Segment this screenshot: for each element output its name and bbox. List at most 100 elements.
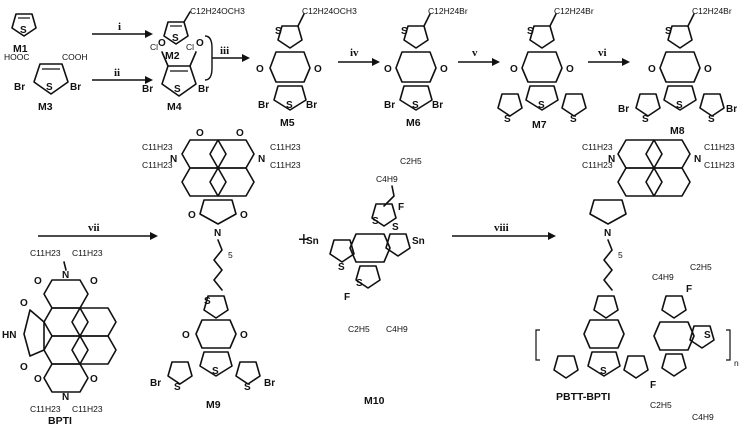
reaction-arrow-iv: iv (338, 47, 380, 66)
plus-sign: + (298, 229, 310, 251)
compound-m9: C11H23 C11H23 N N C11H23 C11H23 O O N O … (142, 128, 301, 411)
alkyl-c11: C11H23 (704, 160, 735, 170)
compound-label-bpti: BPTI (48, 415, 72, 425)
atom-s: S (212, 366, 219, 377)
spacer-length: 5 (618, 250, 623, 260)
atom-br: Br (70, 82, 81, 93)
reaction-arrow-vi: vi (588, 47, 630, 66)
atom-s: S (174, 84, 181, 95)
atom-n: N (170, 154, 177, 165)
step-label-viii: viii (494, 222, 509, 234)
atom-cl: Cl (150, 42, 158, 52)
atom-n: N (604, 228, 611, 239)
atom-s: S (204, 296, 211, 307)
atom-s: S (665, 26, 672, 37)
compound-label-m2: M2 (165, 50, 180, 62)
atom-o: O (196, 128, 204, 139)
alkyl-c11: C11H23 (142, 142, 173, 152)
atom-sn: Sn (306, 236, 319, 247)
atom-s: S (372, 216, 379, 227)
compound-label-m7: M7 (532, 119, 547, 131)
step-label-iii: iii (220, 45, 229, 57)
atom-o: O (188, 210, 196, 221)
compound-label-pbtt-bpti: PBTT-BPTI (556, 391, 610, 403)
atom-f: F (398, 202, 404, 213)
atom-o: O (236, 128, 244, 139)
atom-br: Br (618, 104, 629, 115)
atom-br: Br (198, 84, 209, 95)
alkyl-c4: C4H9 (376, 174, 398, 184)
atom-o: O (20, 298, 28, 309)
alkyl-c11: C11H23 (72, 404, 103, 414)
reaction-arrow-ii: ii (92, 67, 153, 84)
alkyl-c4: C4H9 (692, 412, 714, 422)
compound-m2: S C12H24OCH3 M2 (163, 6, 245, 62)
reaction-arrow-viii: viii (452, 222, 556, 240)
atom-o: O (256, 64, 264, 75)
atom-o: O (158, 38, 166, 49)
alkyl-c11: C11H23 (582, 160, 613, 170)
compound-m8: S C12H24Br O O S S S Br Br M8 (618, 6, 737, 137)
atom-s: S (704, 330, 711, 341)
alkyl-c11: C11H23 (30, 248, 61, 258)
alkyl-c11: C11H23 (582, 142, 613, 152)
atom-o: O (182, 330, 190, 341)
atom-s: S (46, 82, 53, 93)
atom-o: O (240, 210, 248, 221)
atom-o: O (648, 64, 656, 75)
atom-s: S (504, 114, 511, 125)
atom-o: O (34, 374, 42, 385)
alkyl-c11: C11H23 (30, 404, 61, 414)
atom-s: S (275, 26, 282, 37)
atom-o: O (384, 64, 392, 75)
alkyl-c11: C11H23 (704, 142, 735, 152)
compound-m10: C4H9 C2H5 S F S S Sn Sn S F C2H5 C4H9 M1… (306, 156, 425, 407)
alkyl-c2: C2H5 (650, 400, 672, 410)
step-label-i: i (118, 21, 121, 33)
reaction-arrow-i: i (92, 21, 153, 38)
atom-br: Br (432, 100, 443, 111)
atom-s: S (527, 26, 534, 37)
compound-m1: S M1 (11, 13, 37, 55)
atom-o: O (704, 64, 712, 75)
atom-s: S (244, 382, 251, 393)
side-chain-m7: C12H24Br (554, 6, 594, 16)
compound-label-m3: M3 (38, 101, 53, 113)
alkyl-c2: C2H5 (400, 156, 422, 166)
step-label-vii: vii (88, 222, 100, 234)
atom-s: S (642, 114, 649, 125)
atom-s: S (600, 366, 607, 377)
atom-o: O (90, 374, 98, 385)
compound-label-m9: M9 (206, 399, 221, 411)
atom-br: Br (384, 100, 395, 111)
atom-o: O (314, 64, 322, 75)
atom-s: S (401, 26, 408, 37)
alkyl-c11: C11H23 (72, 248, 103, 258)
atom-br: Br (726, 104, 737, 115)
alkyl-c2: C2H5 (348, 324, 370, 334)
alkyl-c11: C11H23 (142, 160, 173, 170)
atom-s: S (174, 382, 181, 393)
alkyl-c11: C11H23 (270, 142, 301, 152)
reaction-arrow-vii: vii (38, 222, 158, 240)
atom-s: S (708, 114, 715, 125)
alkyl-c4: C4H9 (652, 272, 674, 282)
step-label-v: v (472, 47, 478, 59)
atom-o: O (440, 64, 448, 75)
atom-br: Br (264, 378, 275, 389)
compound-label-m4: M4 (167, 101, 182, 113)
atom-o: O (34, 276, 42, 287)
atom-s: S (538, 100, 545, 111)
step-label-iv: iv (350, 47, 359, 59)
compound-label-m1: M1 (13, 43, 28, 55)
atom-n: N (608, 154, 615, 165)
atom-s: S (412, 100, 419, 111)
atom-br: Br (14, 82, 25, 93)
atom-br: Br (150, 378, 161, 389)
step-label-ii: ii (114, 67, 120, 79)
atom-cl: Cl (186, 42, 194, 52)
atom-n: N (214, 228, 221, 239)
atom-br: Br (258, 100, 269, 111)
reaction-arrow-iii: iii (204, 35, 250, 81)
